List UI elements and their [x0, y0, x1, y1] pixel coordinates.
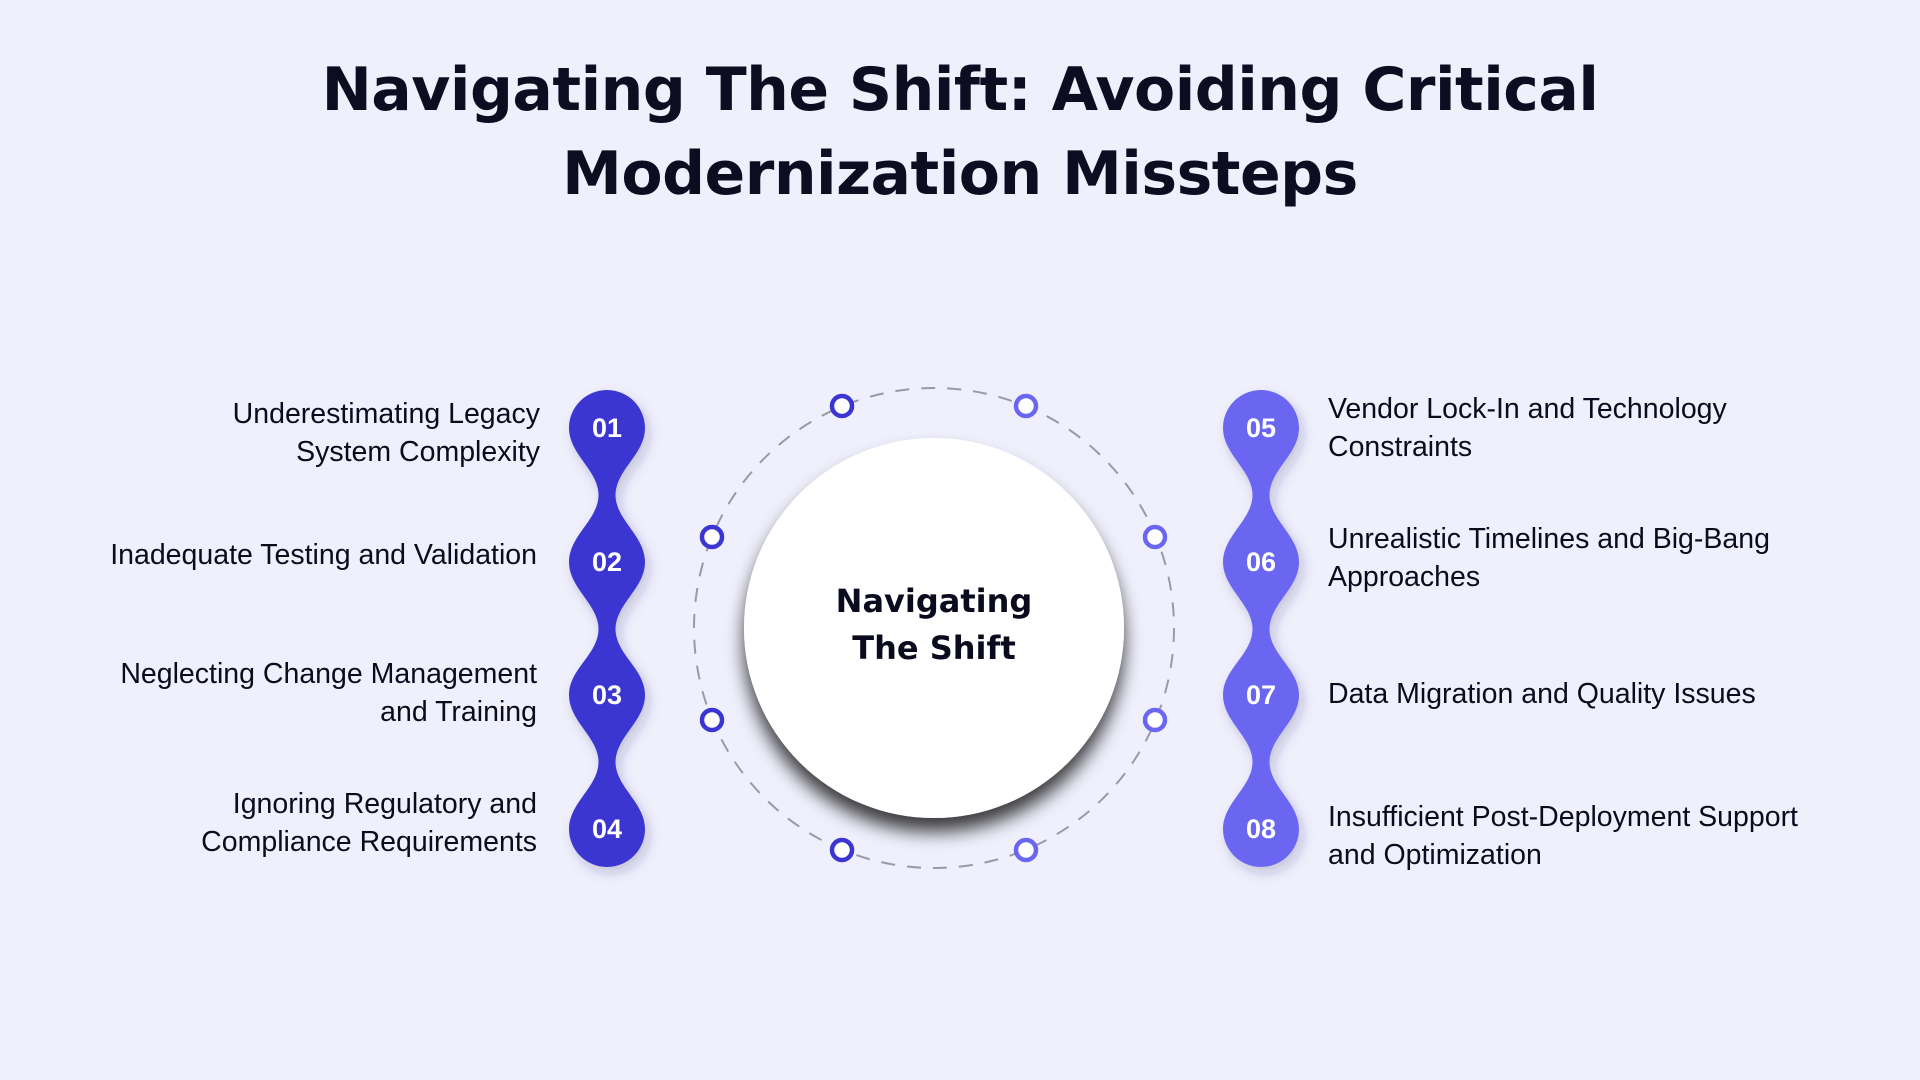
node-number-03: 03 — [591, 680, 623, 710]
item-label-02: Inadequate Testing and Validation — [110, 539, 537, 571]
center-circle — [744, 438, 1124, 818]
title-line-1: Navigating The Shift: Avoiding Critical — [321, 55, 1599, 125]
node-number-04: 04 — [591, 814, 623, 844]
ring-marker-icon — [829, 393, 855, 419]
ring-marker-icon — [1142, 524, 1168, 550]
page-title: Navigating The Shift: Avoiding Critical … — [0, 48, 1920, 216]
ring-marker-icon — [829, 837, 855, 863]
node-number-01: 01 — [591, 413, 623, 443]
ring-marker-icon — [699, 707, 725, 733]
node-number-07: 07 — [1245, 680, 1277, 710]
ring-marker-icon — [1013, 837, 1039, 863]
item-label-06: Unrealistic Timelines and Big-Bang Appro… — [1328, 523, 1770, 593]
right-chain — [1223, 390, 1299, 867]
item-label-05: Vendor Lock-In and Technology Constraint… — [1328, 393, 1727, 463]
node-number-06: 06 — [1245, 547, 1277, 577]
center-label: Navigating The Shift — [835, 582, 1033, 667]
ring-marker-icon — [1142, 707, 1168, 733]
left-chain — [569, 390, 645, 867]
ring-markers-left — [699, 393, 855, 863]
item-label-08: Insufficient Post-Deployment Support and… — [1328, 801, 1798, 871]
title-line-2: Modernization Missteps — [562, 139, 1358, 209]
node-number-02: 02 — [591, 547, 623, 577]
dashed-orbit-ring — [693, 387, 1175, 869]
item-label-07: Data Migration and Quality Issues — [1328, 678, 1756, 710]
item-label-03: Neglecting Change Management and Trainin… — [120, 658, 537, 728]
ring-marker-icon — [699, 524, 725, 550]
node-number-08: 08 — [1245, 814, 1277, 844]
node-number-05: 05 — [1245, 413, 1277, 443]
ring-markers-right — [1013, 393, 1168, 863]
ring-marker-icon — [1013, 393, 1039, 419]
item-label-04: Ignoring Regulatory and Compliance Requi… — [201, 788, 537, 858]
item-label-01: Underestimating Legacy System Complexity — [232, 398, 540, 468]
